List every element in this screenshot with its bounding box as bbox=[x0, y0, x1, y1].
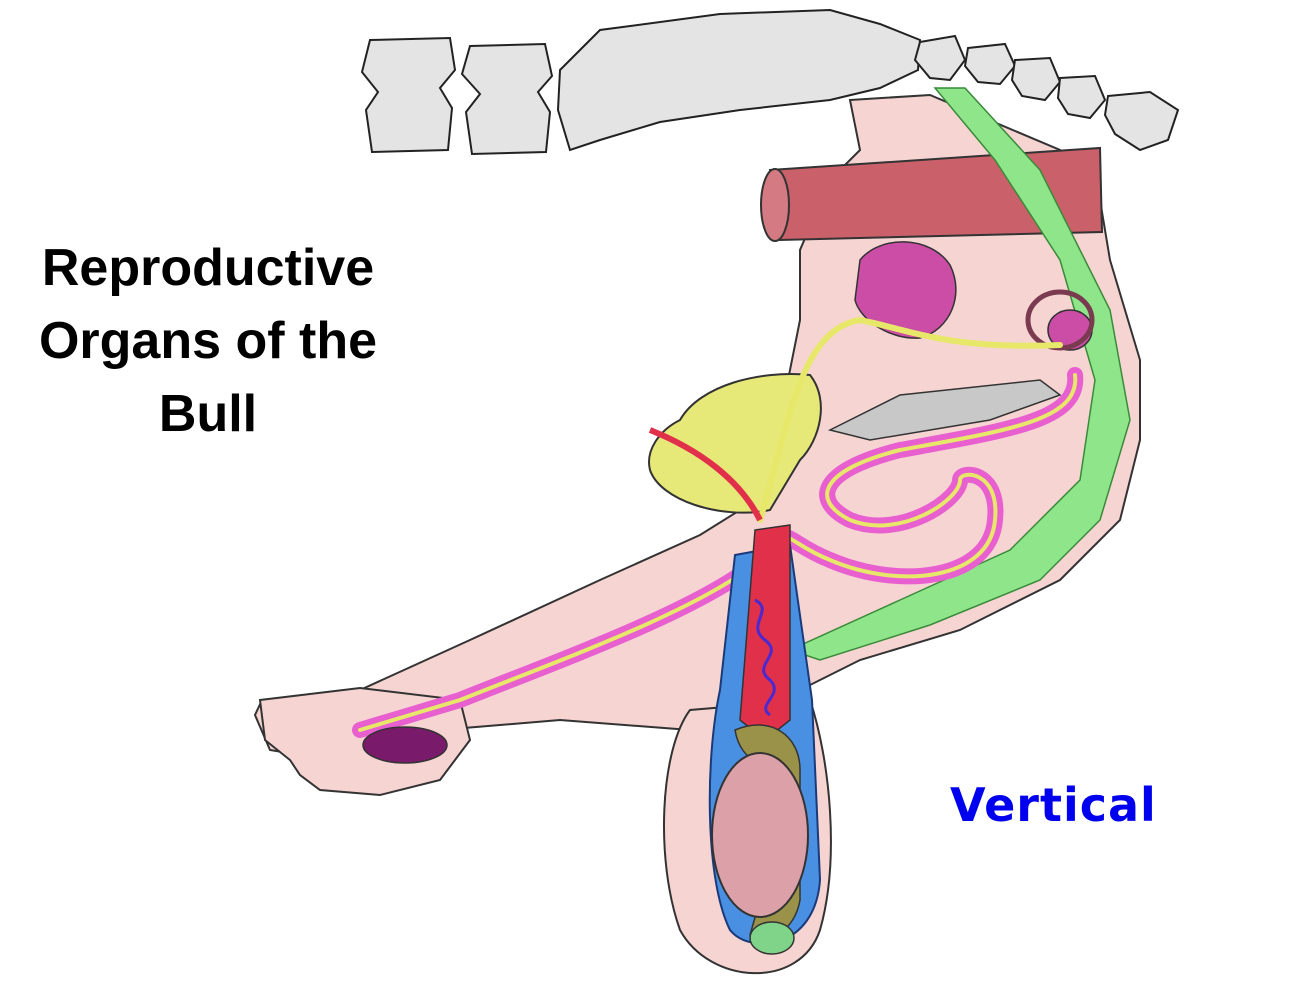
ureter bbox=[648, 427, 763, 522]
orientation-label: Vertical bbox=[950, 778, 1157, 832]
testis bbox=[711, 752, 809, 918]
tail-of-epididymis bbox=[749, 921, 795, 955]
vertebra-lumbar-2 bbox=[460, 42, 554, 156]
sacrum bbox=[556, 8, 922, 152]
title-line-2: Organs of the bbox=[38, 311, 378, 370]
glans-penis bbox=[362, 726, 448, 764]
urinary-bladder bbox=[648, 373, 822, 514]
pampiniform-vessels bbox=[754, 598, 776, 717]
spermatic-duct bbox=[757, 316, 1063, 523]
vertebra-caudal-3 bbox=[1010, 56, 1062, 102]
vertebra-caudal-4 bbox=[1056, 74, 1107, 120]
penis-body bbox=[827, 379, 1062, 441]
diagram-title: Reproductive Organs of the Bull bbox=[8, 232, 408, 450]
title-line-1: Reproductive bbox=[41, 239, 375, 297]
vertebra-caudal-1 bbox=[913, 34, 967, 82]
vertebra-lumbar-1 bbox=[360, 36, 457, 154]
title-line-3: Bull bbox=[158, 384, 258, 443]
vertebrae bbox=[360, 8, 1180, 156]
vertebra-caudal-2 bbox=[963, 42, 1017, 86]
vertebra-caudal-5 bbox=[1103, 90, 1180, 152]
